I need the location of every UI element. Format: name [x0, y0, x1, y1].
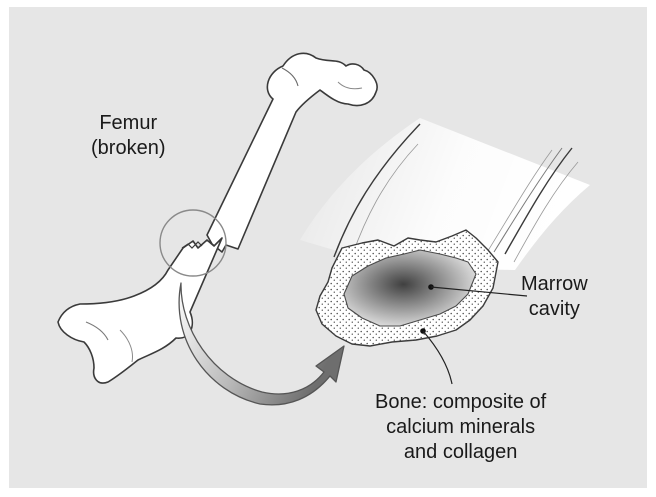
bone-composition-label: Bone: composite of calcium minerals and … [375, 390, 546, 465]
diagram-frame: Femur (broken) Marrow cavity Bone: compo… [9, 7, 647, 488]
marrow-label-line1: Marrow [521, 272, 588, 297]
bone-label-line2: calcium minerals [375, 415, 546, 440]
femur-label-line2: (broken) [91, 136, 165, 161]
bone-label-line1: Bone: composite of [375, 390, 546, 415]
marrow-label-line2: cavity [521, 297, 588, 322]
illustration [9, 7, 647, 488]
femur-label: Femur (broken) [91, 111, 165, 161]
bone-label-line3: and collagen [375, 440, 546, 465]
marrow-cavity-label: Marrow cavity [521, 272, 588, 322]
femur-label-line1: Femur [91, 111, 165, 136]
